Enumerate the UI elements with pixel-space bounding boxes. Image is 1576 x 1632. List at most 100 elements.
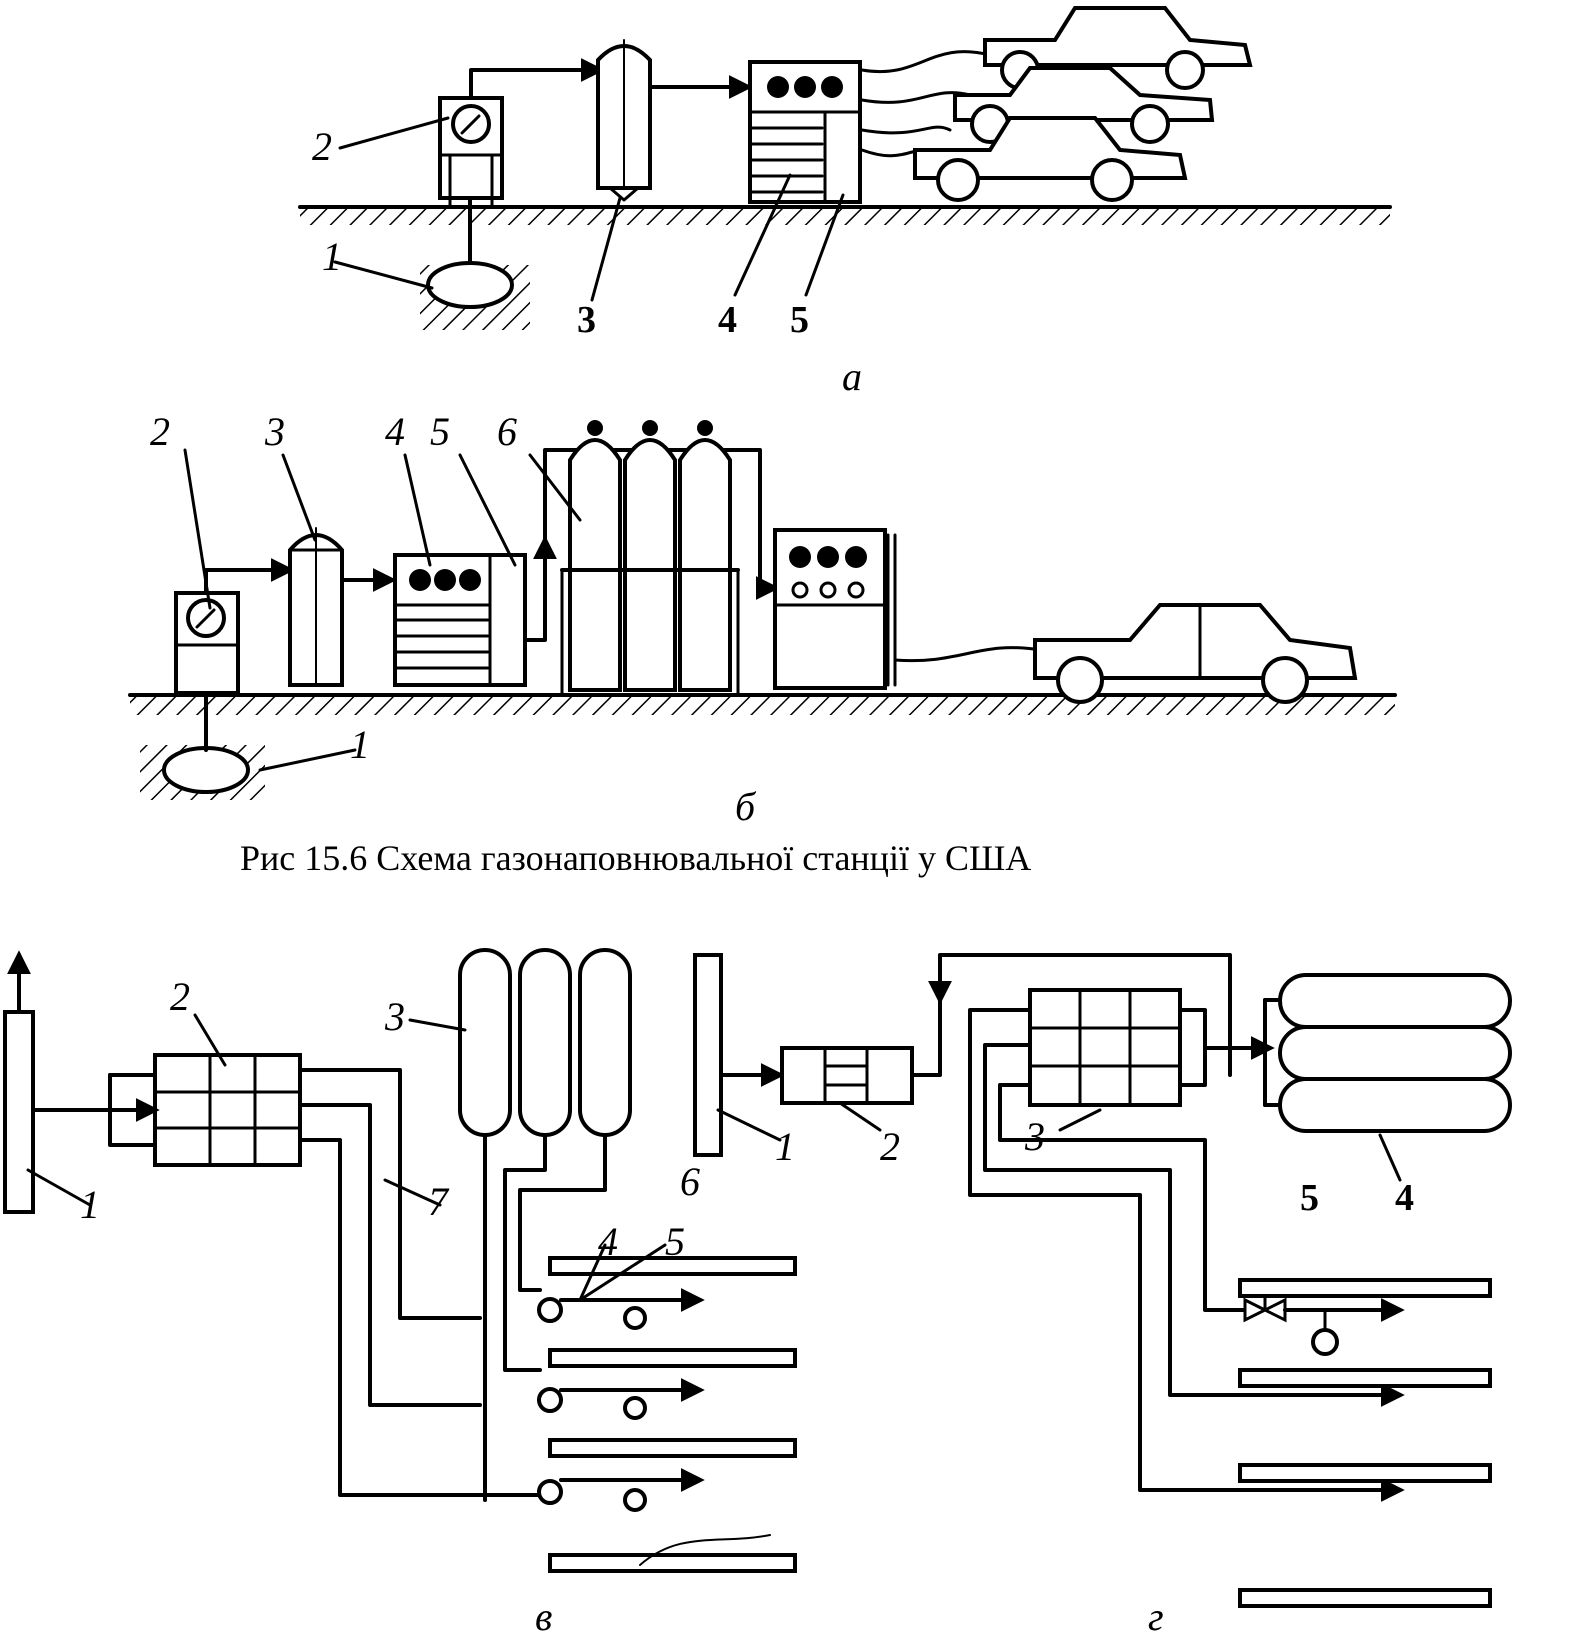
leader-line xyxy=(258,748,357,772)
storage-cylinders xyxy=(543,420,762,697)
leader-line xyxy=(1058,1108,1102,1132)
leader-line xyxy=(1378,1133,1402,1182)
gauge-icon xyxy=(623,1488,647,1512)
pipe xyxy=(108,1073,157,1147)
leader-line xyxy=(578,1243,607,1302)
pipe xyxy=(204,558,295,595)
dispensing-post xyxy=(537,1438,797,1512)
gas-dryer xyxy=(288,527,344,687)
leader-line xyxy=(804,193,845,297)
label-4: 4 xyxy=(718,299,737,341)
label-1: 1 xyxy=(322,234,342,279)
fill-hose xyxy=(860,125,952,135)
discharge-pipe xyxy=(298,1138,547,1497)
supply-pipe xyxy=(998,1083,1247,1312)
leader-line xyxy=(333,260,434,290)
pipe xyxy=(755,523,780,600)
ground-hatch xyxy=(300,209,1390,225)
pipe xyxy=(469,58,605,100)
compressor-unit xyxy=(780,1046,914,1105)
dispensing-post xyxy=(1238,1588,1492,1608)
figure-caption: Рис 15.6 Схема газонаповнювальної станці… xyxy=(240,838,1031,878)
supply-pipe xyxy=(983,1043,1405,1407)
label-1: 1 xyxy=(350,722,370,767)
label-5: 5 xyxy=(1300,1177,1319,1219)
leader-line xyxy=(183,448,212,610)
leader-line xyxy=(193,1013,227,1067)
distribution-block xyxy=(1028,988,1182,1107)
leader-line xyxy=(733,173,792,297)
dispensing-post xyxy=(537,1348,797,1420)
panel-c: 1 2 3 4 5 6 7 в xyxy=(3,948,797,1632)
pipe xyxy=(518,1133,607,1292)
panel-d: 1 2 3 4 5 г xyxy=(693,953,1512,1632)
pipe xyxy=(1178,1008,1207,1087)
panel-tag-d: г xyxy=(1148,1594,1164,1632)
leader-line xyxy=(26,1168,92,1207)
gas-reservoir xyxy=(426,261,514,309)
car-icon xyxy=(913,116,1188,202)
fill-hose xyxy=(893,646,1042,663)
discharge-pipe xyxy=(298,1068,482,1320)
label-5: 5 xyxy=(430,409,450,454)
gas-reservoir xyxy=(162,746,250,794)
label-2: 2 xyxy=(150,409,170,454)
gauge-icon xyxy=(1311,1328,1339,1356)
leader-line xyxy=(403,453,432,567)
dispensing-post xyxy=(1238,1368,1492,1388)
label-4: 4 xyxy=(1395,1177,1414,1219)
car-icon xyxy=(1033,603,1358,704)
fill-hose xyxy=(860,148,922,158)
leader-line xyxy=(408,1018,467,1032)
dispensing-post xyxy=(1238,1278,1492,1298)
fill-hose xyxy=(860,50,992,73)
label-2: 2 xyxy=(312,124,332,169)
pipe xyxy=(910,953,1232,1077)
leader-line xyxy=(838,1101,882,1132)
label-5: 5 xyxy=(665,1219,685,1264)
panel-tag-a: а xyxy=(842,354,862,399)
gauge-icon xyxy=(623,1396,647,1420)
label-3: 3 xyxy=(577,299,596,341)
leader-line xyxy=(458,453,517,567)
supply-pipe xyxy=(968,1008,1405,1502)
leader-line xyxy=(383,1178,442,1207)
dispensing-post xyxy=(548,1553,797,1573)
label-7: 7 xyxy=(428,1179,450,1224)
dispensing-post xyxy=(1238,1463,1492,1483)
label-6: 6 xyxy=(497,409,517,454)
leader-line xyxy=(281,453,317,542)
leader-line xyxy=(528,453,582,522)
label-3: 3 xyxy=(264,409,285,454)
gas-main xyxy=(693,953,723,1157)
gas-meter xyxy=(174,591,240,695)
leader-line xyxy=(716,1108,782,1142)
label-2: 2 xyxy=(880,1124,900,1169)
gauge-icon xyxy=(623,1306,647,1330)
leader-line xyxy=(590,196,622,302)
car-icon xyxy=(983,6,1253,90)
fill-hose xyxy=(860,91,972,104)
label-6: 6 xyxy=(680,1159,700,1204)
storage-cylinders xyxy=(1263,973,1512,1133)
dispenser-unit xyxy=(773,528,897,690)
panel-tag-c: в xyxy=(535,1594,552,1632)
discharge-pipe xyxy=(298,1103,482,1407)
panel-tag-b: б xyxy=(735,784,757,829)
ground-hatch xyxy=(130,697,1395,715)
pipe xyxy=(523,535,557,642)
label-5: 5 xyxy=(790,299,809,341)
panel-a: 2 1 3 4 5 а xyxy=(298,6,1392,399)
label-3: 3 xyxy=(1024,1114,1045,1159)
car-icon xyxy=(953,66,1215,144)
gas-dryer xyxy=(596,39,652,202)
panel-b: 2 3 4 5 6 1 б xyxy=(128,409,1397,829)
label-2: 2 xyxy=(170,974,190,1019)
pipe xyxy=(503,1133,547,1372)
dispensing-post xyxy=(537,1256,797,1330)
gas-meter xyxy=(438,96,504,207)
label-1: 1 xyxy=(775,1124,795,1169)
leader-line xyxy=(578,1243,667,1302)
gas-main xyxy=(3,1010,35,1214)
